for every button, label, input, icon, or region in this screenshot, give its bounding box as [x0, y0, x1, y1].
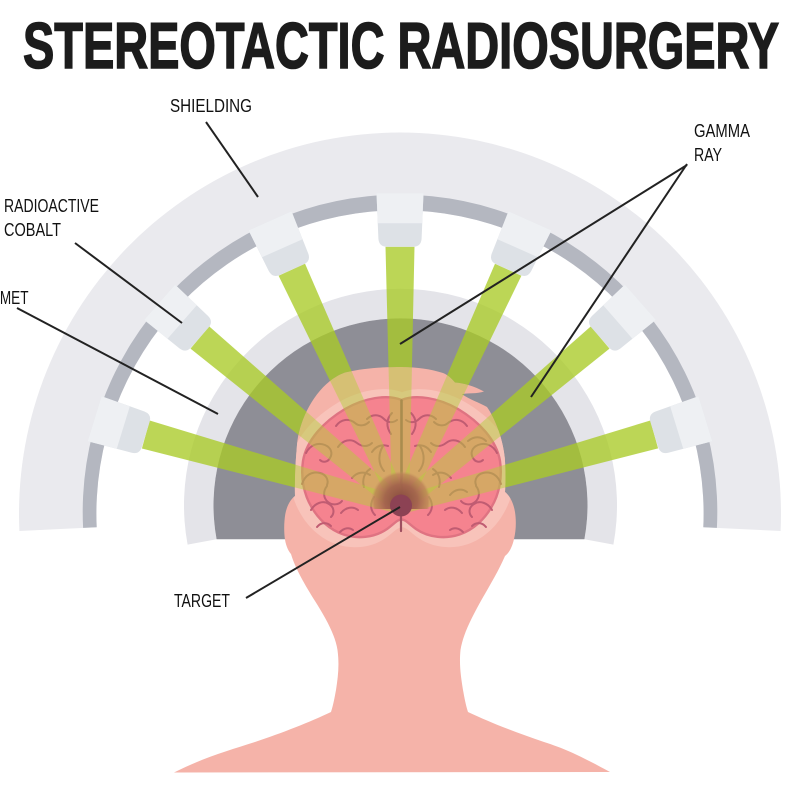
svg-text:COBALT: COBALT	[4, 220, 61, 240]
svg-text:GAMMA: GAMMA	[694, 121, 750, 141]
svg-text:HELMET: HELMET	[0, 288, 29, 308]
svg-text:RADIOACTIVE: RADIOACTIVE	[4, 196, 99, 216]
svg-text:STEREOTACTIC RADIOSURGERY: STEREOTACTIC RADIOSURGERY	[23, 9, 779, 82]
svg-text:TARGET: TARGET	[174, 591, 230, 611]
svg-text:SHIELDING: SHIELDING	[170, 96, 252, 116]
svg-text:RAY: RAY	[694, 145, 722, 165]
